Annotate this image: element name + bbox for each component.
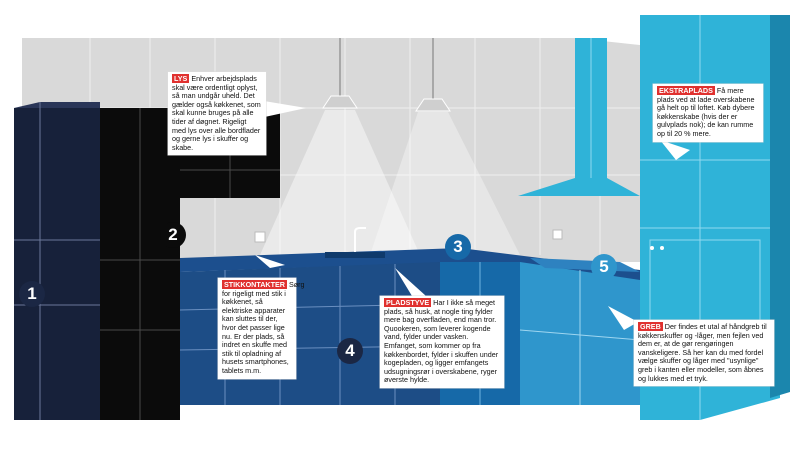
marker-5-badge: 5 xyxy=(591,254,617,280)
callout-pointers xyxy=(255,100,690,330)
callout-tag: GREB xyxy=(638,322,663,331)
callout-text: Få mere plads ved at lade overskabene gå… xyxy=(657,86,755,138)
lower-cabinets-right xyxy=(519,262,641,405)
callout-tag: STIKKONTAKTER xyxy=(222,280,287,289)
callout-text: Har I ikke så meget plads, så husk, at n… xyxy=(384,298,499,385)
callout-text: Sørg for rigeligt med stik i køkkenet, s… xyxy=(222,280,305,375)
marker-1-badge: 1 xyxy=(19,281,45,307)
tall-cabinet xyxy=(14,102,100,420)
faucet-icon xyxy=(354,227,366,252)
socket-icon xyxy=(552,229,563,240)
marker-2-badge: 2 xyxy=(160,222,186,248)
countertop xyxy=(180,248,640,282)
light-beam-1 xyxy=(260,110,420,255)
sink xyxy=(325,252,385,258)
callout-tag: LYS xyxy=(172,74,190,83)
callout-text: Enhver arbejdsplads skal være ordentligt… xyxy=(172,74,261,152)
oven-knob-icon xyxy=(650,246,664,250)
callout-text: Der findes et utal af håndgreb til køkke… xyxy=(638,322,767,383)
callout-tag: EKSTRAPLADS xyxy=(657,86,715,95)
callout-tag: PLADSTYVE xyxy=(384,298,432,307)
pendant-lamp-icon xyxy=(322,38,451,112)
range-hood xyxy=(518,38,640,196)
marker-4-badge: 4 xyxy=(337,338,363,364)
marker-3-badge: 3 xyxy=(445,234,471,260)
socket-icon xyxy=(254,231,266,243)
light-beam-2 xyxy=(370,112,520,255)
